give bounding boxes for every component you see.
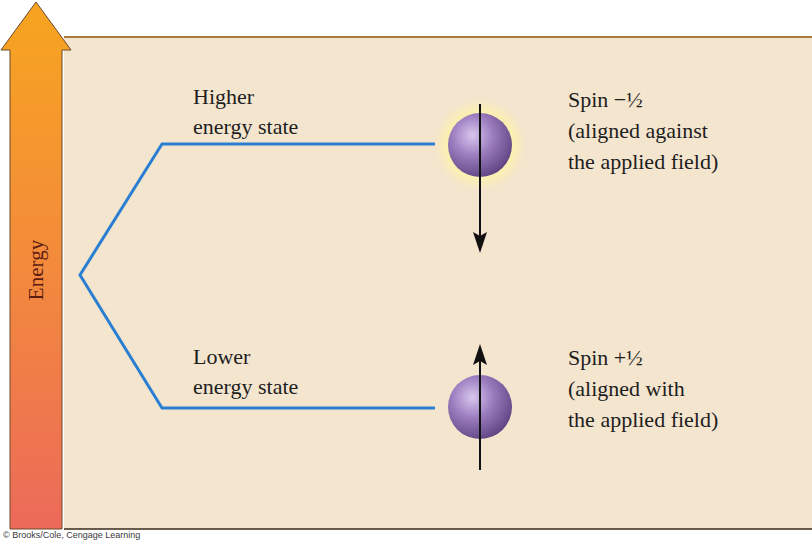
axis-label: Energy (24, 240, 48, 300)
energy-level-lines (80, 144, 435, 408)
spin-arrow-shaft (479, 361, 481, 470)
panel-bottom-rule (64, 528, 812, 530)
state-label: Higher energy state (193, 82, 298, 142)
spin-arrow-head (473, 232, 487, 253)
panel-top-rule (64, 36, 812, 38)
panel-ground (64, 37, 812, 529)
energy-axis-arrow (1, 2, 71, 529)
spin-arrow-shaft (479, 104, 481, 236)
state-label: Lower energy state (193, 342, 298, 402)
spin-arrow-head (473, 344, 487, 365)
copyright-note: © Brooks/Cole, Cengage Learning (3, 530, 140, 541)
spin-label: Spin +½ (aligned with the applied field) (568, 342, 718, 435)
spin-label: Spin −½ (aligned against the applied fie… (568, 84, 718, 177)
